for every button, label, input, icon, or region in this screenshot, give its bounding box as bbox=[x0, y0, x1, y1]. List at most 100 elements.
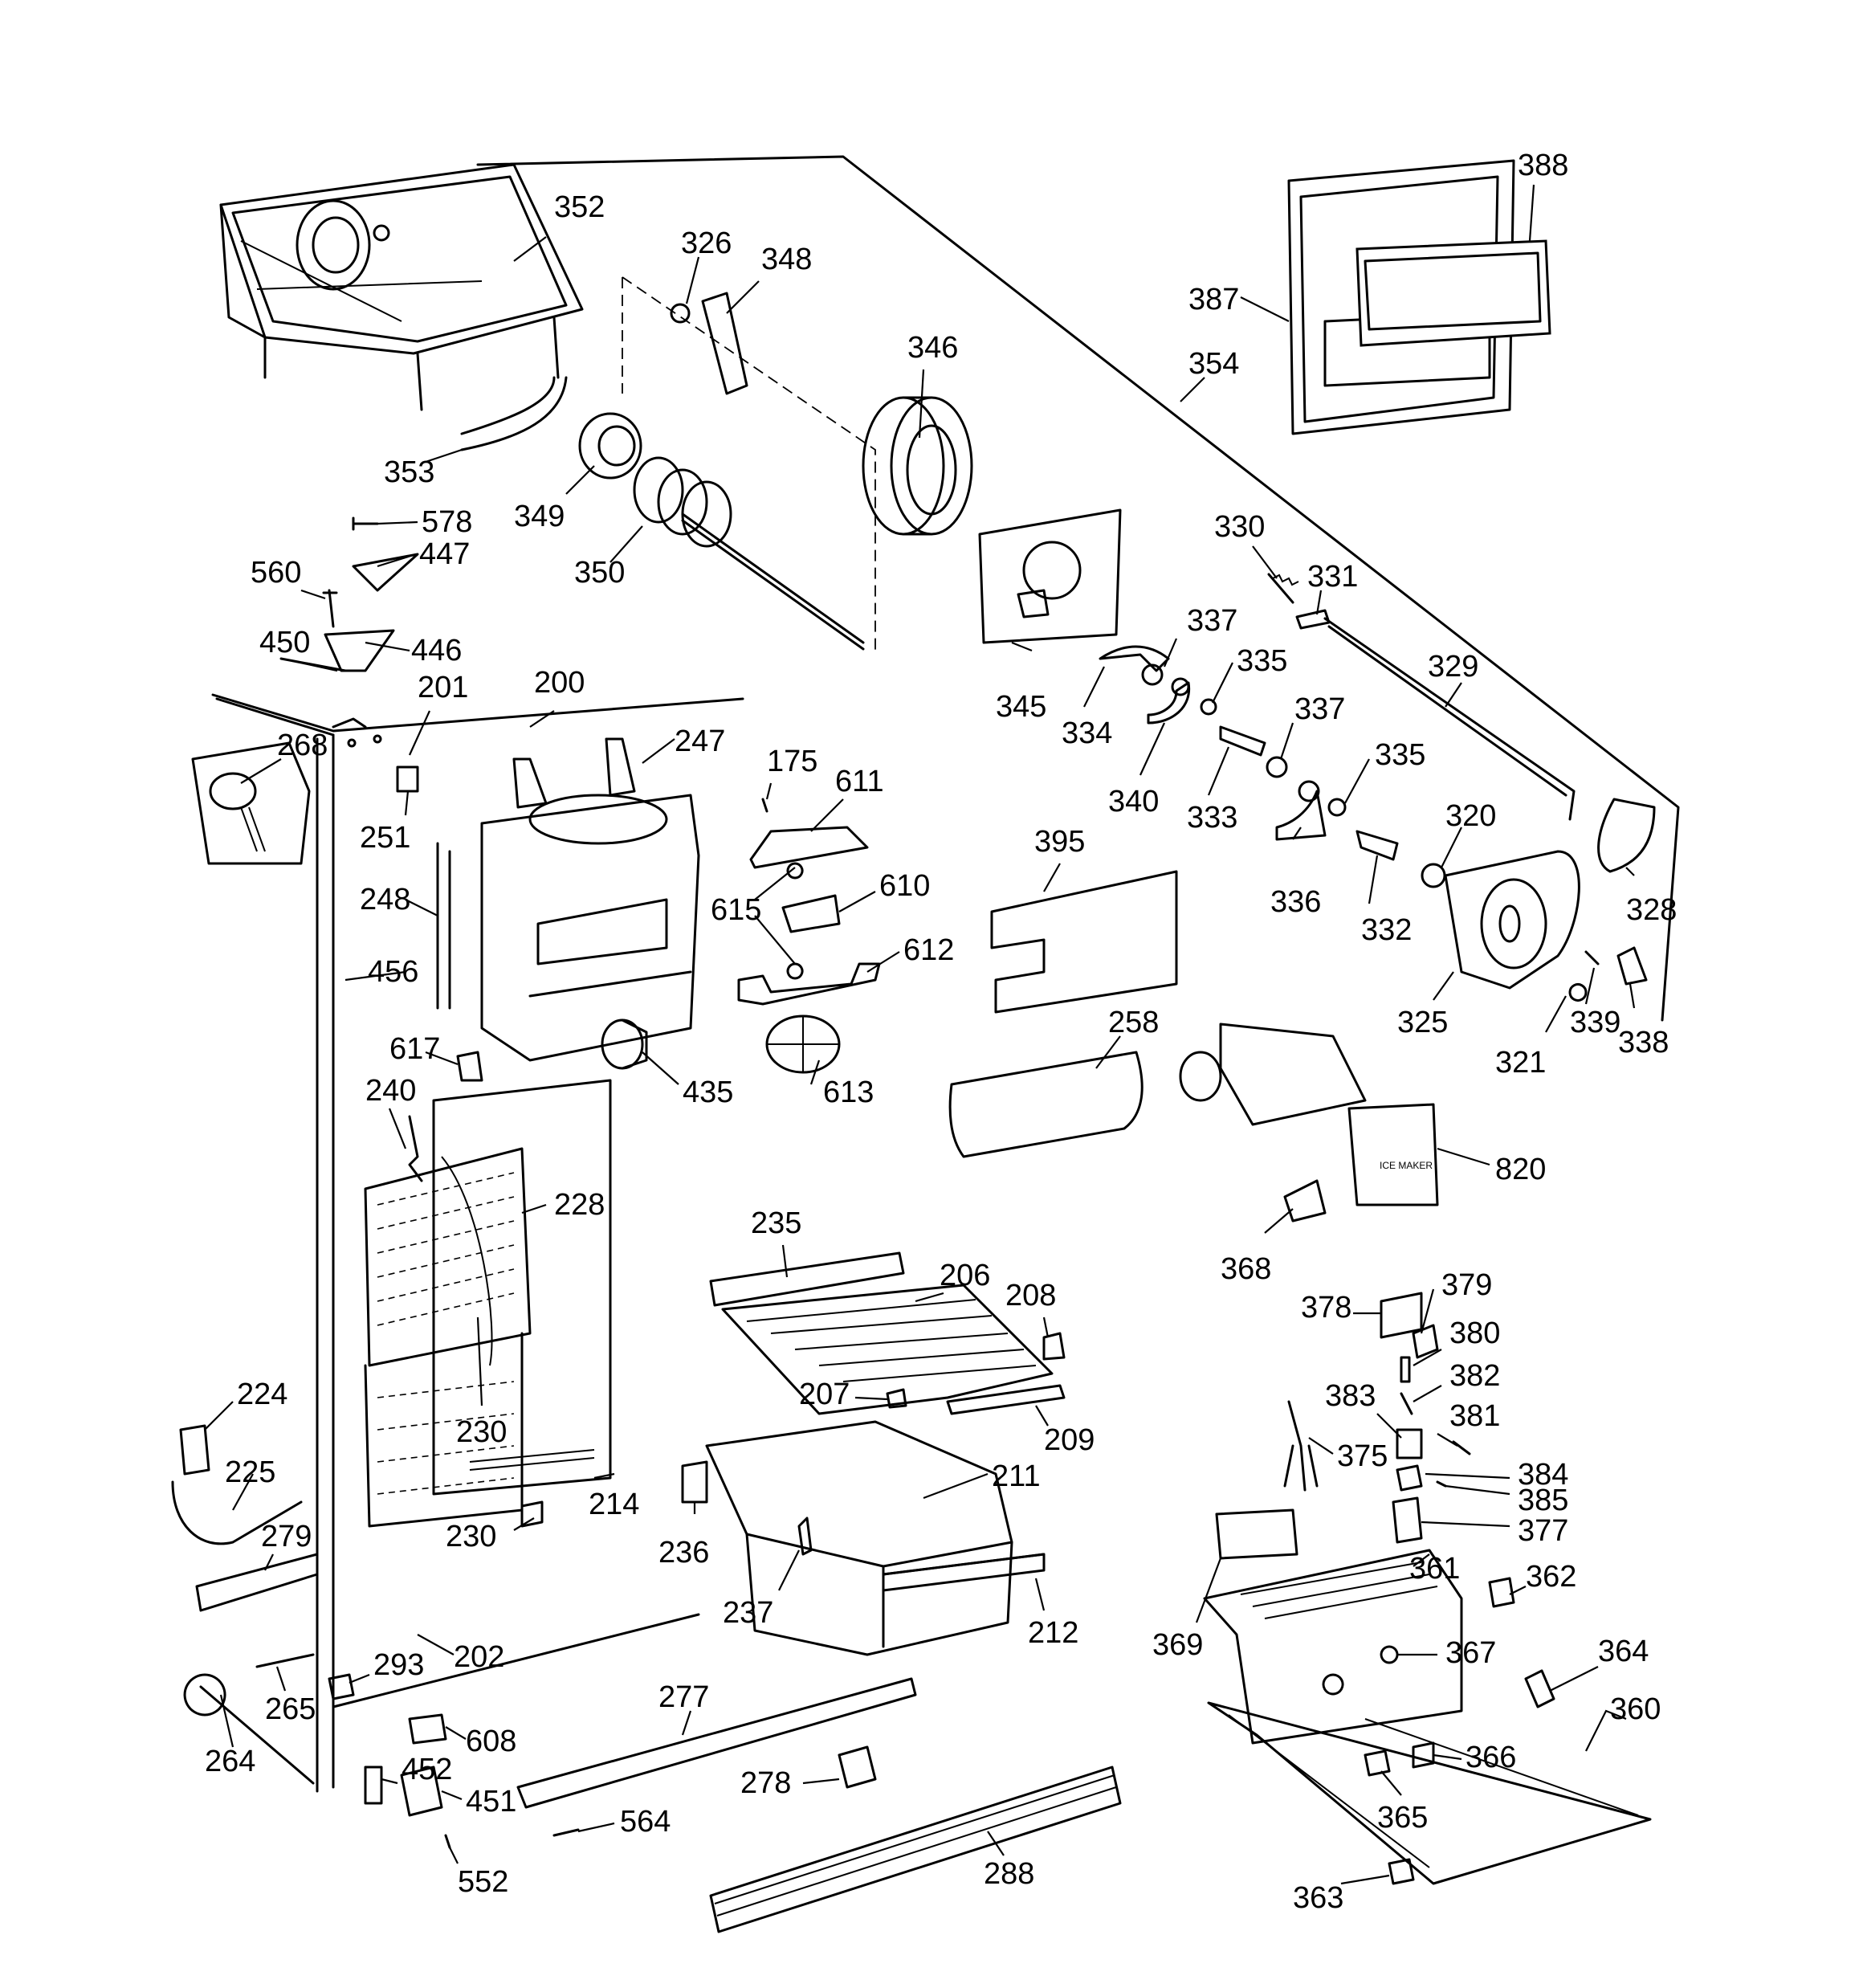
screw-552 bbox=[444, 1834, 451, 1849]
hose-225 bbox=[171, 1480, 303, 1545]
callout-564: 564 bbox=[620, 1805, 671, 1839]
callout-331: 331 bbox=[1307, 560, 1358, 594]
callout-225: 225 bbox=[225, 1455, 275, 1489]
callout-268: 268 bbox=[277, 729, 328, 762]
trim-209 bbox=[946, 1384, 1066, 1415]
screw-564 bbox=[552, 1828, 580, 1837]
harness-375 bbox=[1283, 1400, 1319, 1492]
pin-385 bbox=[1436, 1480, 1447, 1488]
callout-288: 288 bbox=[984, 1857, 1034, 1891]
bracket-368 bbox=[1283, 1179, 1327, 1223]
callout-340: 340 bbox=[1108, 785, 1159, 818]
drip-tray-360 bbox=[1207, 1701, 1652, 1885]
callout-820: 820 bbox=[1495, 1153, 1546, 1186]
callout-435: 435 bbox=[683, 1076, 733, 1109]
rod-265 bbox=[255, 1653, 315, 1668]
callout-208: 208 bbox=[1005, 1279, 1056, 1312]
auger-guide-dash bbox=[622, 276, 876, 655]
washer-335c bbox=[1327, 798, 1347, 817]
callout-202: 202 bbox=[454, 1640, 504, 1674]
ice-maker-label: ICE MAKER bbox=[1380, 1160, 1433, 1171]
callout-335b: 335 bbox=[1375, 738, 1425, 772]
back-panel-214 bbox=[432, 1079, 612, 1496]
callout-383: 383 bbox=[1325, 1379, 1376, 1413]
spring-224 bbox=[179, 1424, 210, 1476]
callout-207: 207 bbox=[799, 1378, 850, 1411]
plunger-379 bbox=[1412, 1324, 1439, 1359]
callout-337a: 337 bbox=[1187, 604, 1237, 638]
shelf-rail-235 bbox=[709, 1251, 905, 1307]
callout-361: 361 bbox=[1409, 1552, 1460, 1586]
callout-320: 320 bbox=[1445, 799, 1496, 833]
callout-336: 336 bbox=[1270, 885, 1321, 919]
crusher-blade-348 bbox=[701, 292, 748, 395]
callout-364: 364 bbox=[1598, 1635, 1649, 1668]
callout-277: 277 bbox=[658, 1680, 709, 1714]
callout-456: 456 bbox=[368, 955, 418, 989]
switch-384 bbox=[1396, 1464, 1423, 1492]
solenoid-378 bbox=[1380, 1292, 1423, 1339]
spring-382 bbox=[1400, 1392, 1413, 1415]
washer-335-2 bbox=[1200, 698, 1217, 716]
fan-blade-613 bbox=[765, 1014, 841, 1074]
callout-612: 612 bbox=[903, 933, 954, 967]
callout-175: 175 bbox=[767, 745, 817, 778]
bracket-612 bbox=[737, 962, 881, 1006]
ice-bucket-352 bbox=[219, 163, 584, 411]
bracket-328 bbox=[1597, 798, 1656, 873]
grille-288 bbox=[709, 1766, 1122, 1933]
callout-339: 339 bbox=[1570, 1006, 1620, 1039]
callout-349: 349 bbox=[514, 500, 565, 533]
grommet-615b bbox=[786, 962, 804, 980]
pin-339 bbox=[1584, 950, 1600, 965]
clip-338 bbox=[1616, 946, 1648, 986]
callout-228: 228 bbox=[554, 1188, 605, 1222]
trim-212 bbox=[882, 1553, 1046, 1576]
callout-615: 615 bbox=[711, 893, 761, 927]
switch-608 bbox=[408, 1713, 447, 1745]
callout-367: 367 bbox=[1445, 1636, 1496, 1670]
callout-380: 380 bbox=[1449, 1316, 1500, 1350]
grommet-615a bbox=[786, 862, 804, 880]
callout-326: 326 bbox=[681, 227, 732, 260]
callout-334: 334 bbox=[1062, 716, 1112, 750]
callout-330: 330 bbox=[1214, 510, 1265, 544]
callout-212: 212 bbox=[1028, 1616, 1078, 1650]
callout-206: 206 bbox=[940, 1259, 990, 1292]
freezer-cabinet bbox=[199, 693, 744, 1793]
callout-209: 209 bbox=[1044, 1423, 1095, 1457]
bracket-452 bbox=[364, 1766, 383, 1805]
callout-251: 251 bbox=[360, 821, 410, 855]
cover-395 bbox=[990, 870, 1178, 1014]
switch-251 bbox=[396, 765, 419, 793]
wire-bail-353 bbox=[460, 376, 568, 451]
cam-340 bbox=[1147, 681, 1191, 725]
callout-384: 384 bbox=[1518, 1458, 1568, 1492]
callout-214: 214 bbox=[589, 1488, 639, 1521]
callout-264: 264 bbox=[205, 1745, 255, 1778]
callout-368: 368 bbox=[1221, 1252, 1271, 1286]
bracket-447 bbox=[352, 553, 419, 592]
callout-328: 328 bbox=[1626, 893, 1677, 927]
light-socket-268 bbox=[191, 741, 311, 865]
callout-265: 265 bbox=[265, 1692, 316, 1726]
callout-378: 378 bbox=[1301, 1291, 1351, 1325]
control-housing-361 bbox=[1203, 1549, 1463, 1745]
nut-326 bbox=[670, 303, 691, 324]
ring-321 bbox=[1568, 983, 1588, 1002]
rail-279 bbox=[195, 1553, 319, 1612]
hinge-293 bbox=[328, 1673, 355, 1700]
cam-333 bbox=[1219, 725, 1266, 757]
clip-237 bbox=[797, 1517, 813, 1556]
freezer-outline-354 bbox=[476, 155, 1680, 1022]
cam-336 bbox=[1275, 790, 1327, 841]
callout-321: 321 bbox=[1495, 1046, 1546, 1080]
callout-237: 237 bbox=[723, 1596, 773, 1630]
foot-264 bbox=[183, 1673, 226, 1717]
callout-395: 395 bbox=[1034, 825, 1085, 859]
callout-258: 258 bbox=[1108, 1006, 1159, 1039]
callout-382: 382 bbox=[1449, 1359, 1500, 1393]
callout-235: 235 bbox=[751, 1206, 801, 1240]
heater-240 bbox=[408, 1115, 423, 1182]
